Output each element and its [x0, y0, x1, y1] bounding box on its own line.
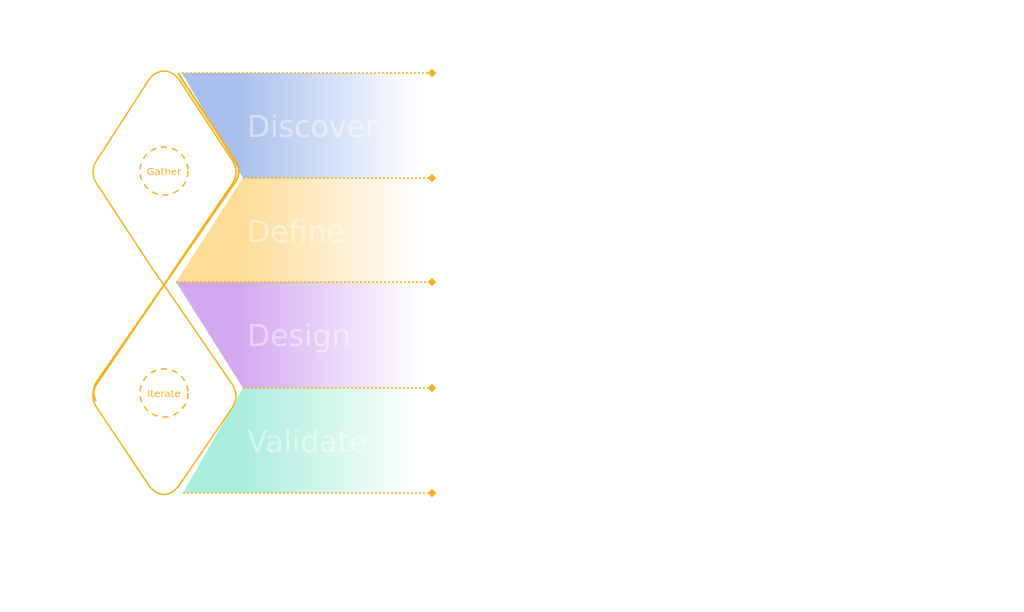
- stage-band-validate: [183, 388, 432, 493]
- diamond-marker-icon: [427, 68, 437, 78]
- loop-circle-iterate: [139, 368, 189, 418]
- stage-band-design: [176, 282, 432, 388]
- diamond-gather-thick-edge: [163, 72, 240, 286]
- diamond-iterate-thick-edge: [92, 284, 165, 402]
- diamond-gather: [92, 70, 237, 287]
- stage-label-validate: Validate: [247, 425, 368, 460]
- stage-band-define: [176, 178, 432, 282]
- loop-circle-gather: [139, 146, 189, 196]
- diamond-marker-icon: [427, 488, 437, 498]
- stage-label-discover: Discover: [247, 110, 378, 145]
- diamond-marker-icon: [427, 383, 437, 393]
- diamond-marker-icon: [427, 173, 437, 183]
- stage-label-define: Define: [247, 215, 345, 250]
- diamond-marker-icon: [427, 277, 437, 287]
- loop-label-iterate: Iterate: [147, 389, 180, 400]
- loop-label-gather: Gather: [147, 167, 182, 178]
- stage-label-design: Design: [247, 319, 351, 354]
- stage-band-discover: [182, 73, 432, 178]
